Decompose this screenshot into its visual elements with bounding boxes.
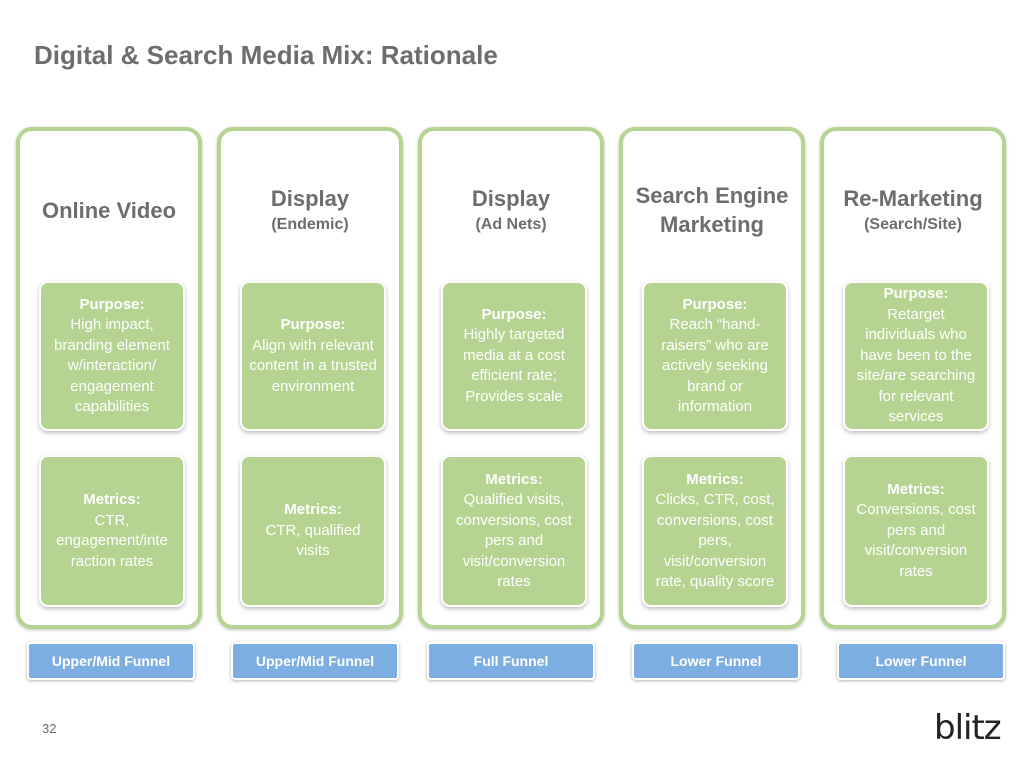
column-re-marketing: Re-Marketing (Search/Site) Purpose: Reta… xyxy=(820,127,1006,629)
metrics-card: Metrics: CTR, engagement/inte raction ra… xyxy=(39,455,185,607)
column-heading: Search Engine Marketing xyxy=(623,175,801,245)
column-title: Display xyxy=(270,185,350,211)
funnel-label: Lower Funnel xyxy=(632,642,800,680)
purpose-label: Purpose: xyxy=(280,316,346,333)
metrics-text: Qualified visits, conversions, cost pers… xyxy=(456,491,572,590)
metrics-text: Clicks, CTR, cost, conversions, cost per… xyxy=(655,491,775,590)
metrics-text: CTR, qualified visits xyxy=(265,521,361,560)
metrics-text: Conversions, cost pers and visit/convers… xyxy=(856,501,976,580)
purpose-text: Align with relevant content in a trusted… xyxy=(249,336,377,395)
purpose-card: Purpose: Reach “hand-raisers” who are ac… xyxy=(642,281,788,431)
metrics-label: Metrics: xyxy=(83,491,141,508)
funnel-label: Upper/Mid Funnel xyxy=(231,642,399,680)
blitz-logo: blitz xyxy=(934,708,1002,748)
column-title: Online Video xyxy=(41,197,177,223)
purpose-card: Purpose: High impact, branding element w… xyxy=(39,281,185,431)
metrics-card: Metrics: Qualified visits, conversions, … xyxy=(441,455,587,607)
metrics-text: CTR, engagement/inte raction rates xyxy=(56,511,168,570)
purpose-text: Highly targeted media at a cost efficien… xyxy=(463,326,565,405)
column-search-engine-marketing: Search Engine Marketing Purpose: Reach “… xyxy=(619,127,805,629)
column-heading: Re-Marketing (Search/Site) xyxy=(824,175,1002,245)
metrics-card: Metrics: Conversions, cost pers and visi… xyxy=(843,455,989,607)
purpose-card: Purpose: Align with relevant content in … xyxy=(240,281,386,431)
metrics-label: Metrics: xyxy=(887,480,945,498)
funnel-label: Full Funnel xyxy=(427,642,595,680)
column-heading: Online Video xyxy=(20,175,198,245)
purpose-card: Purpose: Retarget individuals who have b… xyxy=(843,281,989,431)
page-number: 32 xyxy=(42,721,57,736)
funnel-label: Upper/Mid Funnel xyxy=(27,642,195,680)
column-online-video: Online Video Purpose: High impact, brand… xyxy=(16,127,202,629)
metrics-label: Metrics: xyxy=(284,501,342,519)
purpose-label: Purpose: xyxy=(481,305,547,323)
column-heading: Display (Endemic) xyxy=(221,175,399,245)
funnel-label: Lower Funnel xyxy=(837,642,1005,680)
column-subtitle: (Ad Nets) xyxy=(475,215,547,233)
purpose-label: Purpose: xyxy=(682,295,748,313)
metrics-label: Metrics: xyxy=(485,470,543,488)
purpose-text: High impact, branding element w/interact… xyxy=(54,316,170,415)
purpose-label: Purpose: xyxy=(883,285,949,303)
column-heading: Display (Ad Nets) xyxy=(422,175,600,245)
metrics-card: Metrics: Clicks, CTR, cost, conversions,… xyxy=(642,455,788,607)
column-title: Re-Marketing xyxy=(843,185,983,211)
column-display-endemic: Display (Endemic) Purpose: Align with re… xyxy=(217,127,403,629)
slide-title: Digital & Search Media Mix: Rationale xyxy=(34,40,498,70)
column-subtitle: (Search/Site) xyxy=(864,215,962,233)
purpose-text: Reach “hand-raisers” who are actively se… xyxy=(661,316,769,415)
column-title: Display xyxy=(471,185,551,211)
purpose-text: Retarget individuals who have been to th… xyxy=(856,305,976,426)
column-display-ad-nets: Display (Ad Nets) Purpose: Highly target… xyxy=(418,127,604,629)
column-title: Search Engine Marketing xyxy=(635,183,789,237)
metrics-label: Metrics: xyxy=(686,470,744,488)
metrics-card: Metrics: CTR, qualified visits xyxy=(240,455,386,607)
purpose-label: Purpose: xyxy=(79,295,145,313)
column-subtitle: (Endemic) xyxy=(271,215,349,233)
purpose-card: Purpose: Highly targeted media at a cost… xyxy=(441,281,587,431)
